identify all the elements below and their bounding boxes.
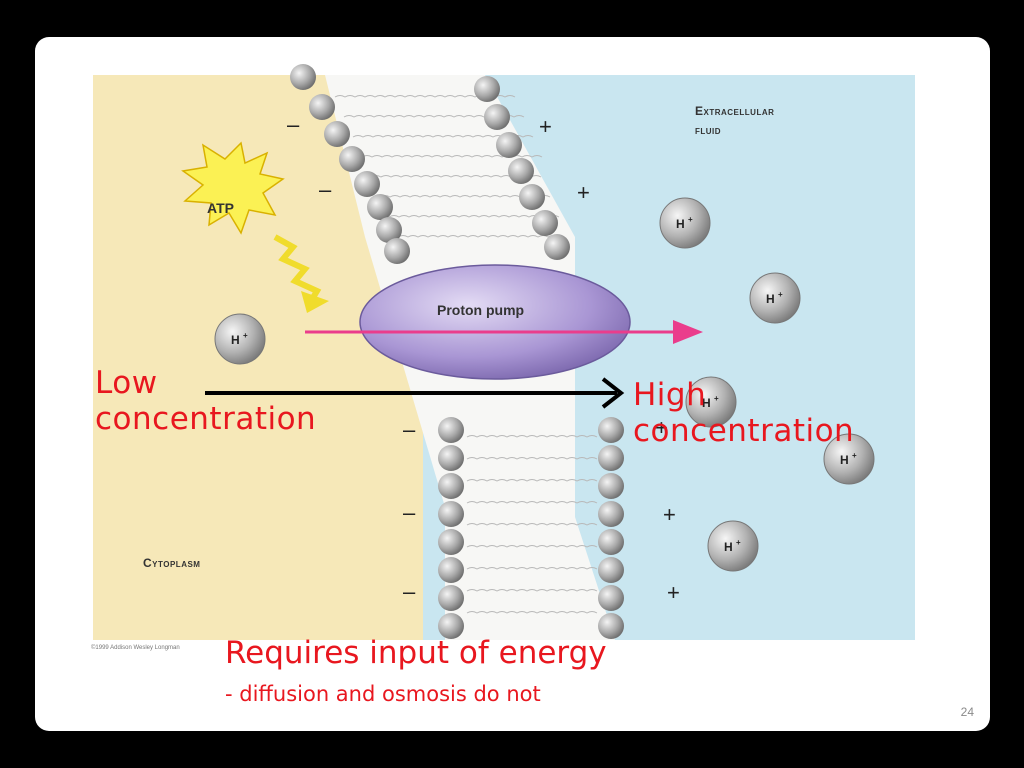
phospholipid-head	[484, 104, 510, 130]
phospholipid-head	[384, 238, 410, 264]
plus-sign: +	[655, 415, 668, 440]
copyright-text: ©1999 Addison Wesley Longman	[91, 644, 180, 651]
phospholipid-head	[309, 94, 335, 120]
concentration-arrowhead-icon	[601, 377, 625, 409]
low-line-2: concentration	[95, 401, 317, 437]
lipid-tail	[466, 567, 598, 570]
slide: – – – – – + + + + + Extracellular fluid …	[35, 37, 990, 731]
minus-sign: –	[287, 112, 300, 137]
plus-sign: +	[663, 502, 676, 527]
lipid-tail	[466, 545, 598, 548]
phospholipid-head	[598, 501, 624, 527]
hydrogen-ions: H+H+H+H+H+H+	[214, 197, 875, 572]
fluid-label: fluid	[695, 123, 721, 137]
lipid-tail	[466, 589, 598, 592]
lipid-tail	[397, 235, 559, 238]
atp-label: ATP	[207, 200, 234, 216]
svg-text:H: H	[676, 217, 685, 231]
lipid-tail	[466, 479, 598, 482]
svg-text:H: H	[702, 396, 711, 410]
phospholipid-head	[438, 529, 464, 555]
proton-pump-figure: – – – – – + + + + + Extracellular fluid …	[91, 64, 915, 651]
phospholipid-head	[354, 171, 380, 197]
phospholipid-head	[508, 158, 534, 184]
lipid-tail	[388, 215, 560, 218]
phospholipid-head	[496, 132, 522, 158]
phospholipid-head	[438, 501, 464, 527]
lipid-tail	[466, 435, 598, 438]
extracellular-label: Extracellular	[695, 104, 774, 118]
atp-burst	[181, 141, 285, 235]
phospholipid-head	[339, 146, 365, 172]
plus-sign: +	[577, 180, 590, 205]
phospholipid-head	[438, 417, 464, 443]
svg-text:+: +	[852, 451, 857, 460]
high-concentration-label: High concentration	[633, 377, 854, 449]
hydrogen-ion: H+	[659, 197, 711, 249]
hydrogen-ion: H+	[823, 433, 875, 485]
phospholipid-head	[544, 234, 570, 260]
minus-sign: –	[403, 500, 416, 525]
plus-sign: +	[539, 114, 552, 139]
cytoplasm-label: Cytoplasm	[143, 556, 200, 570]
phospholipid-head	[598, 557, 624, 583]
phospholipid-head	[474, 76, 500, 102]
lipid-tail	[466, 523, 598, 526]
lipid-tail	[466, 457, 598, 460]
high-line-1: High	[633, 377, 707, 413]
lipid-tail	[466, 611, 598, 614]
phospholipid-head	[532, 210, 558, 236]
footer-title: Requires input of energy	[225, 635, 607, 671]
minus-sign: –	[403, 579, 416, 604]
svg-text:+: +	[243, 331, 248, 340]
phospholipid-head	[598, 473, 624, 499]
hydrogen-ion: H+	[707, 520, 759, 572]
phospholipid-head	[598, 613, 624, 639]
svg-text:H: H	[724, 540, 733, 554]
svg-text:+: +	[778, 290, 783, 299]
lipid-tail	[466, 501, 598, 504]
minus-sign: –	[403, 417, 416, 442]
high-line-2: concentration	[633, 413, 855, 449]
svg-text:H: H	[766, 292, 775, 306]
phospholipid-head	[290, 64, 316, 90]
hydrogen-ion: H+	[749, 272, 801, 324]
svg-text:H: H	[840, 453, 849, 467]
energy-zigzag-icon	[273, 234, 322, 303]
phospholipid-head	[376, 217, 402, 243]
phospholipid-head	[438, 613, 464, 639]
phospholipid-head	[324, 121, 350, 147]
phospholipid-head	[598, 417, 624, 443]
phospholipid-head	[438, 445, 464, 471]
energy-arrowhead-icon	[301, 291, 329, 313]
phospholipid-heads	[290, 64, 624, 639]
plus-sign: +	[667, 580, 680, 605]
proton-pump	[359, 264, 631, 380]
phospholipid-head	[519, 184, 545, 210]
svg-text:H: H	[231, 333, 240, 347]
svg-text:+: +	[688, 215, 693, 224]
proton-flow-arrowhead-icon	[673, 320, 703, 344]
slide-number: 24	[960, 705, 974, 719]
phospholipid-head	[598, 445, 624, 471]
footer-subtitle: - diffusion and osmosis do not	[225, 682, 541, 706]
phospholipid-head	[438, 585, 464, 611]
phospholipid-head	[598, 585, 624, 611]
minus-sign: –	[319, 177, 332, 202]
phospholipid-head	[367, 194, 393, 220]
svg-text:+: +	[714, 394, 719, 403]
svg-text:+: +	[736, 538, 741, 547]
hydrogen-ion: H+	[214, 313, 266, 365]
low-concentration-label: Low concentration	[95, 365, 316, 437]
proton-pump-label: Proton pump	[437, 302, 524, 318]
phospholipid-head	[438, 557, 464, 583]
low-line-1: Low	[95, 365, 158, 401]
phospholipid-head	[438, 473, 464, 499]
phospholipid-head	[598, 529, 624, 555]
hydrogen-ion: H+	[685, 376, 737, 428]
